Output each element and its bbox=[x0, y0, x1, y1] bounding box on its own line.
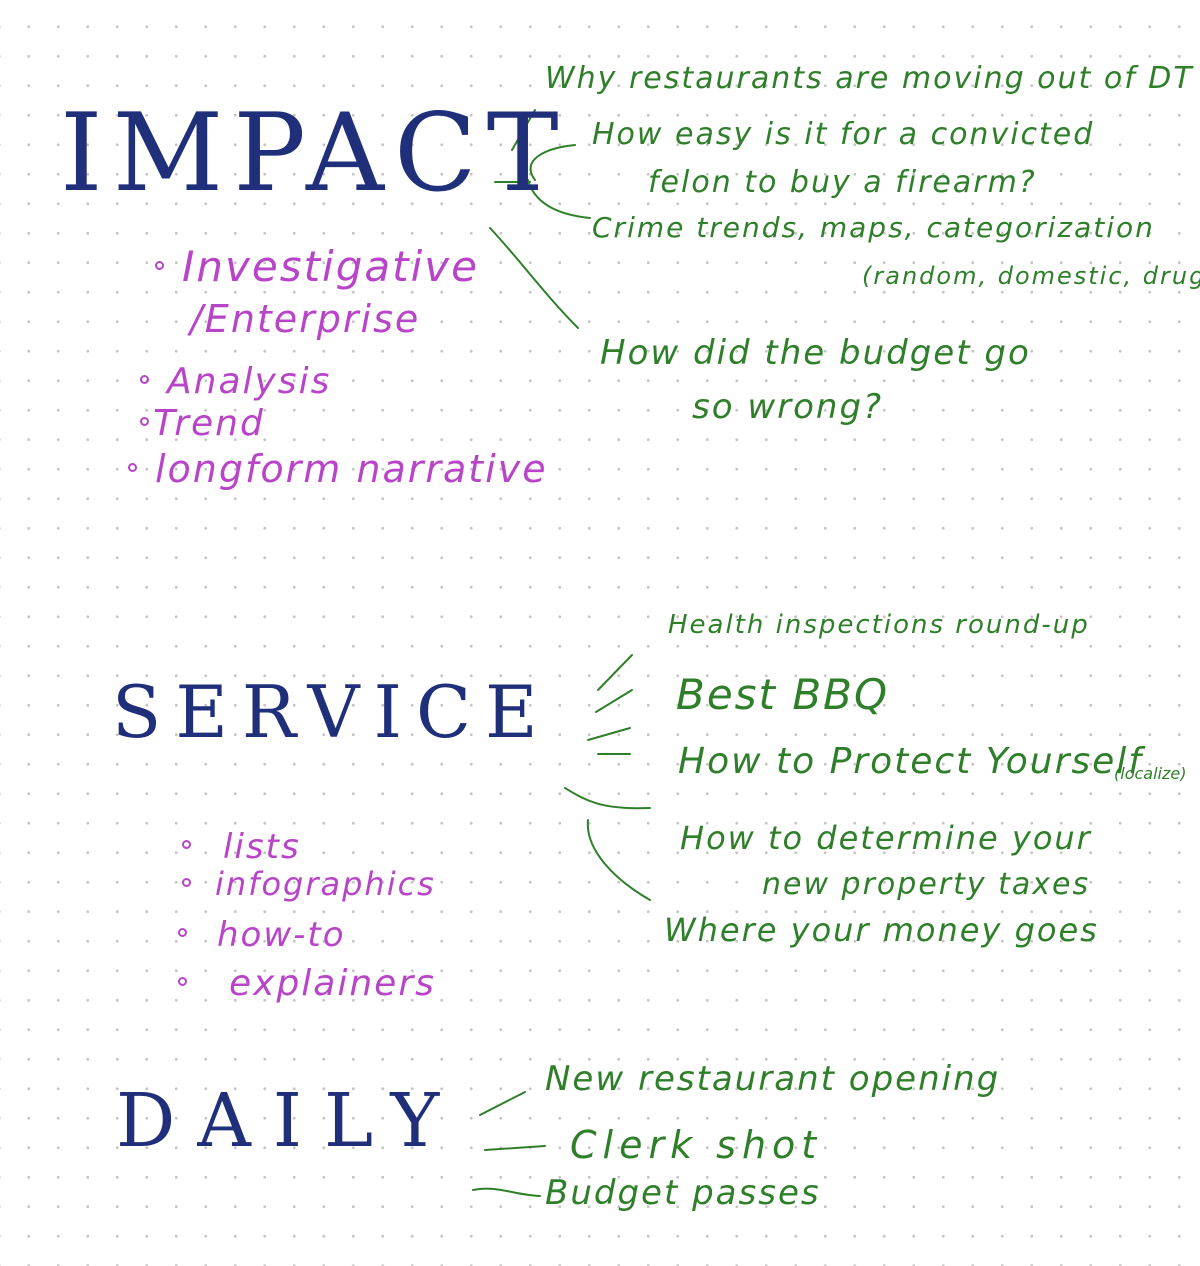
impact-connector-5 bbox=[489, 227, 579, 329]
service-connector-1 bbox=[597, 654, 633, 691]
impact-bullet-item: longform narrative bbox=[128, 450, 548, 488]
bullet-dot-icon bbox=[140, 374, 149, 384]
service-bullet-item: infographics bbox=[182, 868, 436, 900]
service-connector-6 bbox=[586, 819, 651, 901]
service-heading: SERVICE bbox=[112, 670, 552, 754]
daily-connector-1 bbox=[479, 1091, 526, 1116]
impact-bullet-item: Analysis bbox=[140, 364, 331, 400]
service-example: Where your money goes bbox=[664, 911, 1099, 949]
bullet-dot-icon bbox=[182, 840, 191, 849]
impact-bullet-item: Investigative bbox=[155, 246, 479, 288]
bullet-dot-icon bbox=[128, 463, 137, 472]
impact-example: Why restaurants are moving out of DT bbox=[545, 61, 1194, 96]
impact-example: How easy is it for a convicted bbox=[592, 117, 1095, 152]
service-bullet-item: how-to bbox=[178, 918, 346, 952]
bullet-dot-icon bbox=[182, 877, 191, 887]
service-bullet-item: explainers bbox=[178, 966, 436, 1002]
bullet-dot-icon bbox=[178, 976, 187, 986]
impact-example: Crime trends, maps, categorization bbox=[592, 211, 1155, 244]
bullet-dot-icon bbox=[140, 416, 149, 426]
daily-heading: DAILY bbox=[116, 1078, 462, 1164]
service-bullet-item: lists bbox=[182, 830, 301, 864]
service-example: How to determine your bbox=[680, 819, 1092, 857]
daily-connector-2 bbox=[484, 1145, 546, 1151]
daily-example: Budget passes bbox=[545, 1173, 821, 1213]
service-connector-3 bbox=[587, 727, 631, 741]
daily-example: Clerk shot bbox=[570, 1123, 823, 1167]
daily-example: New restaurant opening bbox=[545, 1059, 1001, 1099]
bullet-dot-icon bbox=[155, 261, 164, 270]
service-example: Best BBQ bbox=[676, 670, 890, 719]
service-example: Health inspections round-up bbox=[668, 610, 1090, 640]
service-example: new property taxes bbox=[762, 867, 1091, 902]
impact-heading: IMPACT bbox=[60, 91, 569, 216]
impact-example: felon to buy a firearm? bbox=[648, 165, 1037, 200]
daily-connector-3 bbox=[472, 1187, 541, 1197]
bullet-dot-icon bbox=[178, 928, 187, 937]
service-example: How to Protect Yourself bbox=[678, 741, 1143, 782]
impact-example: How did the budget go bbox=[600, 333, 1031, 373]
impact-bullet-item: /Enterprise bbox=[190, 297, 421, 341]
service-connector-5 bbox=[564, 787, 651, 810]
impact-example: so wrong? bbox=[692, 387, 884, 427]
impact-bullet-item: Trend bbox=[140, 406, 265, 442]
service-example: (localize) bbox=[1114, 764, 1187, 783]
service-connector-2 bbox=[595, 689, 633, 713]
impact-example: (random, domestic, drugs) bbox=[862, 262, 1200, 290]
